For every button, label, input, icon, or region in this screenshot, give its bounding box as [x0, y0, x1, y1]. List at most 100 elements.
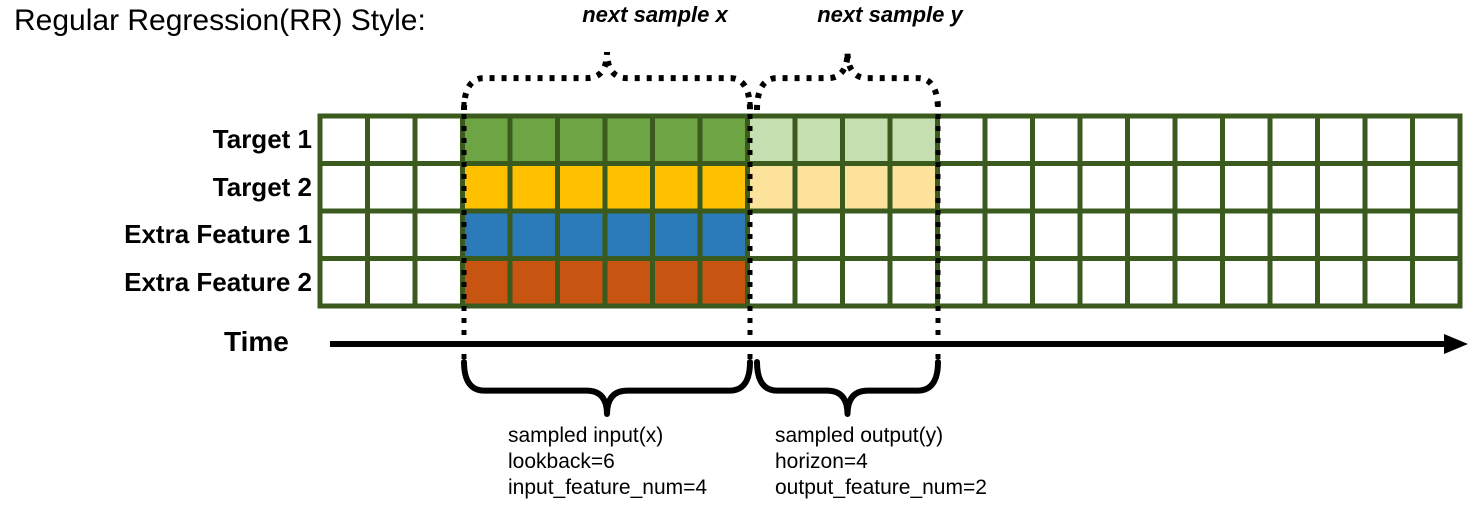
grid-cell[interactable]: [1320, 166, 1363, 209]
grid-cell[interactable]: [1415, 166, 1458, 209]
grid-cell[interactable]: [512, 118, 556, 162]
grid-cell[interactable]: [560, 118, 603, 162]
grid-cell[interactable]: [1177, 118, 1221, 162]
grid-cell[interactable]: [845, 213, 888, 257]
page-title: Regular Regression(RR) Style:: [14, 4, 426, 37]
grid-cell[interactable]: [560, 166, 603, 209]
grid-cell[interactable]: [987, 213, 1031, 257]
grid-cell[interactable]: [465, 261, 508, 304]
grid-cell[interactable]: [465, 166, 508, 209]
grid-cell[interactable]: [1035, 118, 1078, 162]
grid-cell[interactable]: [1130, 118, 1173, 162]
grid-cell[interactable]: [1177, 261, 1221, 304]
grid-cell[interactable]: [465, 213, 508, 257]
grid-cell[interactable]: [1272, 166, 1316, 209]
grid-cell[interactable]: [750, 213, 793, 257]
grid-cell[interactable]: [845, 261, 888, 304]
grid-cell[interactable]: [1272, 213, 1316, 257]
row-label-extra-feature-1: Extra Feature 1: [124, 219, 312, 249]
grid-cell[interactable]: [1130, 166, 1173, 209]
grid-cell[interactable]: [892, 118, 936, 162]
grid-cell[interactable]: [845, 118, 888, 162]
grid-cell[interactable]: [1035, 213, 1078, 257]
grid-cell[interactable]: [702, 118, 746, 162]
grid-cell[interactable]: [797, 166, 841, 209]
grid-cell[interactable]: [1320, 118, 1363, 162]
grid-cell[interactable]: [322, 166, 366, 209]
grid-cell[interactable]: [1367, 118, 1411, 162]
grid-cell[interactable]: [797, 261, 841, 304]
grid-cell[interactable]: [322, 261, 366, 304]
grid-cell[interactable]: [1225, 118, 1268, 162]
grid-cell[interactable]: [607, 213, 651, 257]
grid-cell[interactable]: [1082, 118, 1126, 162]
grid-cell[interactable]: [512, 213, 556, 257]
grid-cell[interactable]: [702, 261, 746, 304]
grid-cell[interactable]: [607, 118, 651, 162]
grid-cell[interactable]: [750, 261, 793, 304]
grid-cell[interactable]: [750, 166, 793, 209]
grid-cell[interactable]: [1035, 261, 1078, 304]
grid-cell[interactable]: [1415, 213, 1458, 257]
grid-cell[interactable]: [322, 118, 366, 162]
grid-cell[interactable]: [560, 213, 603, 257]
grid-cell[interactable]: [417, 261, 461, 304]
grid-cell[interactable]: [607, 261, 651, 304]
grid-cell[interactable]: [417, 213, 461, 257]
grid-cell[interactable]: [1082, 261, 1126, 304]
grid-cell[interactable]: [940, 118, 983, 162]
grid-cell[interactable]: [607, 166, 651, 209]
grid-cell[interactable]: [1320, 213, 1363, 257]
caption-line: output_feature_num=2: [775, 476, 987, 499]
grid-cell[interactable]: [1082, 166, 1126, 209]
grid-cell[interactable]: [1225, 261, 1268, 304]
grid-cell[interactable]: [987, 166, 1031, 209]
grid-cell[interactable]: [370, 213, 413, 257]
grid-cell[interactable]: [655, 261, 698, 304]
grid-cell[interactable]: [370, 166, 413, 209]
grid-cell[interactable]: [797, 213, 841, 257]
grid-cell[interactable]: [1415, 118, 1458, 162]
grid-cell[interactable]: [512, 166, 556, 209]
grid-cell[interactable]: [892, 213, 936, 257]
grid-cell[interactable]: [892, 166, 936, 209]
grid-cell[interactable]: [417, 118, 461, 162]
grid-cell[interactable]: [322, 213, 366, 257]
grid-cell[interactable]: [1035, 166, 1078, 209]
grid-cell[interactable]: [702, 213, 746, 257]
grid-cell[interactable]: [1082, 213, 1126, 257]
grid-cell[interactable]: [1367, 166, 1411, 209]
grid-cell[interactable]: [1320, 261, 1363, 304]
grid-cell[interactable]: [370, 261, 413, 304]
grid-cell[interactable]: [1367, 261, 1411, 304]
grid-cell[interactable]: [797, 118, 841, 162]
grid-cell[interactable]: [1130, 261, 1173, 304]
grid-cell[interactable]: [417, 166, 461, 209]
grid-cell[interactable]: [1272, 118, 1316, 162]
grid-cell[interactable]: [655, 118, 698, 162]
grid-cell[interactable]: [940, 213, 983, 257]
grid-cell[interactable]: [1177, 166, 1221, 209]
grid-cell[interactable]: [1225, 166, 1268, 209]
grid-cell[interactable]: [465, 118, 508, 162]
grid-cell[interactable]: [702, 166, 746, 209]
grid-cell[interactable]: [560, 261, 603, 304]
grid-cell[interactable]: [940, 166, 983, 209]
grid-cell[interactable]: [1367, 213, 1411, 257]
grid-cell[interactable]: [512, 261, 556, 304]
grid-cell[interactable]: [1415, 261, 1458, 304]
grid-cell[interactable]: [655, 166, 698, 209]
grid-cell[interactable]: [940, 261, 983, 304]
time-axis-label: Time: [224, 326, 289, 357]
grid-cell[interactable]: [750, 118, 793, 162]
grid-cell[interactable]: [1130, 213, 1173, 257]
grid-cell[interactable]: [1225, 213, 1268, 257]
grid-cell[interactable]: [370, 118, 413, 162]
grid-cell[interactable]: [987, 261, 1031, 304]
grid-cell[interactable]: [845, 166, 888, 209]
grid-cell[interactable]: [655, 213, 698, 257]
grid-cell[interactable]: [1272, 261, 1316, 304]
grid-cell[interactable]: [892, 261, 936, 304]
grid-cell[interactable]: [987, 118, 1031, 162]
grid-cell[interactable]: [1177, 213, 1221, 257]
